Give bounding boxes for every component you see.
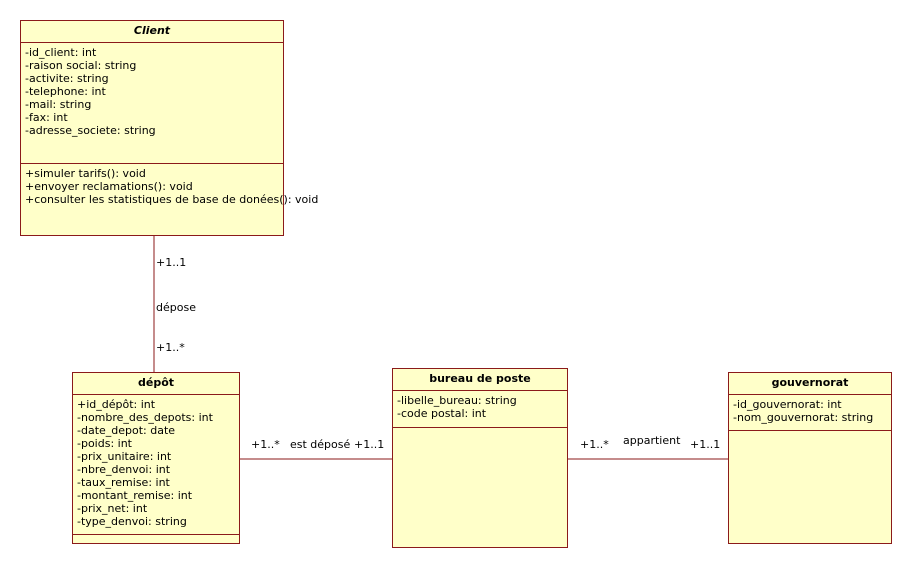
class-client-operations: +simuler tarifs(): void +envoyer reclama…: [21, 164, 319, 209]
attribute: -libelle_bureau: string: [397, 394, 517, 407]
attribute: -raison social: string: [25, 59, 137, 72]
attribute: -nombre_des_depots: int: [77, 411, 213, 424]
depose-mult-client: +1..1: [156, 256, 187, 269]
class-depot-operations: [73, 535, 239, 541]
attribute: -code postal: int: [397, 407, 487, 420]
attribute: -date_depot: date: [77, 424, 176, 437]
attribute: -prix_unitaire: int: [77, 450, 172, 463]
attribute: -activite: string: [25, 72, 109, 85]
attribute: -type_denvoi: string: [77, 515, 187, 528]
class-gouvernorat[interactable]: gouvernorat -id_gouvernorat: int -nom_go…: [728, 372, 892, 544]
est-depose-name: est déposé: [290, 438, 351, 451]
class-gouvernorat-attributes: -id_gouvernorat: int -nom_gouvernorat: s…: [729, 395, 891, 431]
class-bureau-attributes: -libelle_bureau: string -code postal: in…: [393, 391, 567, 428]
attribute: -adresse_societe: string: [25, 124, 156, 137]
attribute: +id_dépôt: int: [77, 398, 156, 411]
class-bureau-operations: [393, 428, 567, 434]
est-depose-mult-bureau: +1..1: [354, 438, 385, 451]
operation: +simuler tarifs(): void: [25, 167, 146, 180]
attribute: -poids: int: [77, 437, 132, 450]
est-depose-mult-depot: +1..*: [251, 438, 280, 451]
class-client-attributes: -id_client: int -raison social: string -…: [21, 43, 283, 164]
appartient-mult-gouv: +1..1: [690, 438, 721, 451]
class-gouvernorat-operations: [729, 431, 891, 437]
operation: +consulter les statistiques de base de d…: [25, 193, 319, 206]
operation: +envoyer reclamations(): void: [25, 180, 193, 193]
attribute: -montant_remise: int: [77, 489, 193, 502]
attribute: -id_client: int: [25, 46, 97, 59]
class-depot[interactable]: dépôt +id_dépôt: int -nombre_des_depots:…: [72, 372, 240, 544]
attribute: -mail: string: [25, 98, 92, 111]
depose-name: dépose: [156, 301, 196, 314]
class-gouvernorat-title: gouvernorat: [729, 373, 891, 395]
class-depot-title: dépôt: [73, 373, 239, 395]
class-client[interactable]: Client -id_client: int -raison social: s…: [20, 20, 319, 236]
depose-mult-depot: +1..*: [156, 341, 185, 354]
class-client-title: Client: [21, 21, 283, 43]
attribute: -telephone: int: [25, 85, 106, 98]
attribute: -nom_gouvernorat: string: [733, 411, 874, 424]
class-bureau-de-poste[interactable]: bureau de poste -libelle_bureau: string …: [392, 368, 568, 548]
class-bureau-title: bureau de poste: [393, 369, 567, 391]
attribute: -fax: int: [25, 111, 68, 124]
attribute: -nbre_denvoi: int: [77, 463, 171, 476]
appartient-name: appartient: [623, 434, 681, 447]
appartient-mult-bureau: +1..*: [580, 438, 609, 451]
attribute: -id_gouvernorat: int: [733, 398, 842, 411]
attribute: -taux_remise: int: [77, 476, 170, 489]
class-depot-attributes: +id_dépôt: int -nombre_des_depots: int -…: [73, 395, 239, 535]
attribute: -prix_net: int: [77, 502, 148, 515]
